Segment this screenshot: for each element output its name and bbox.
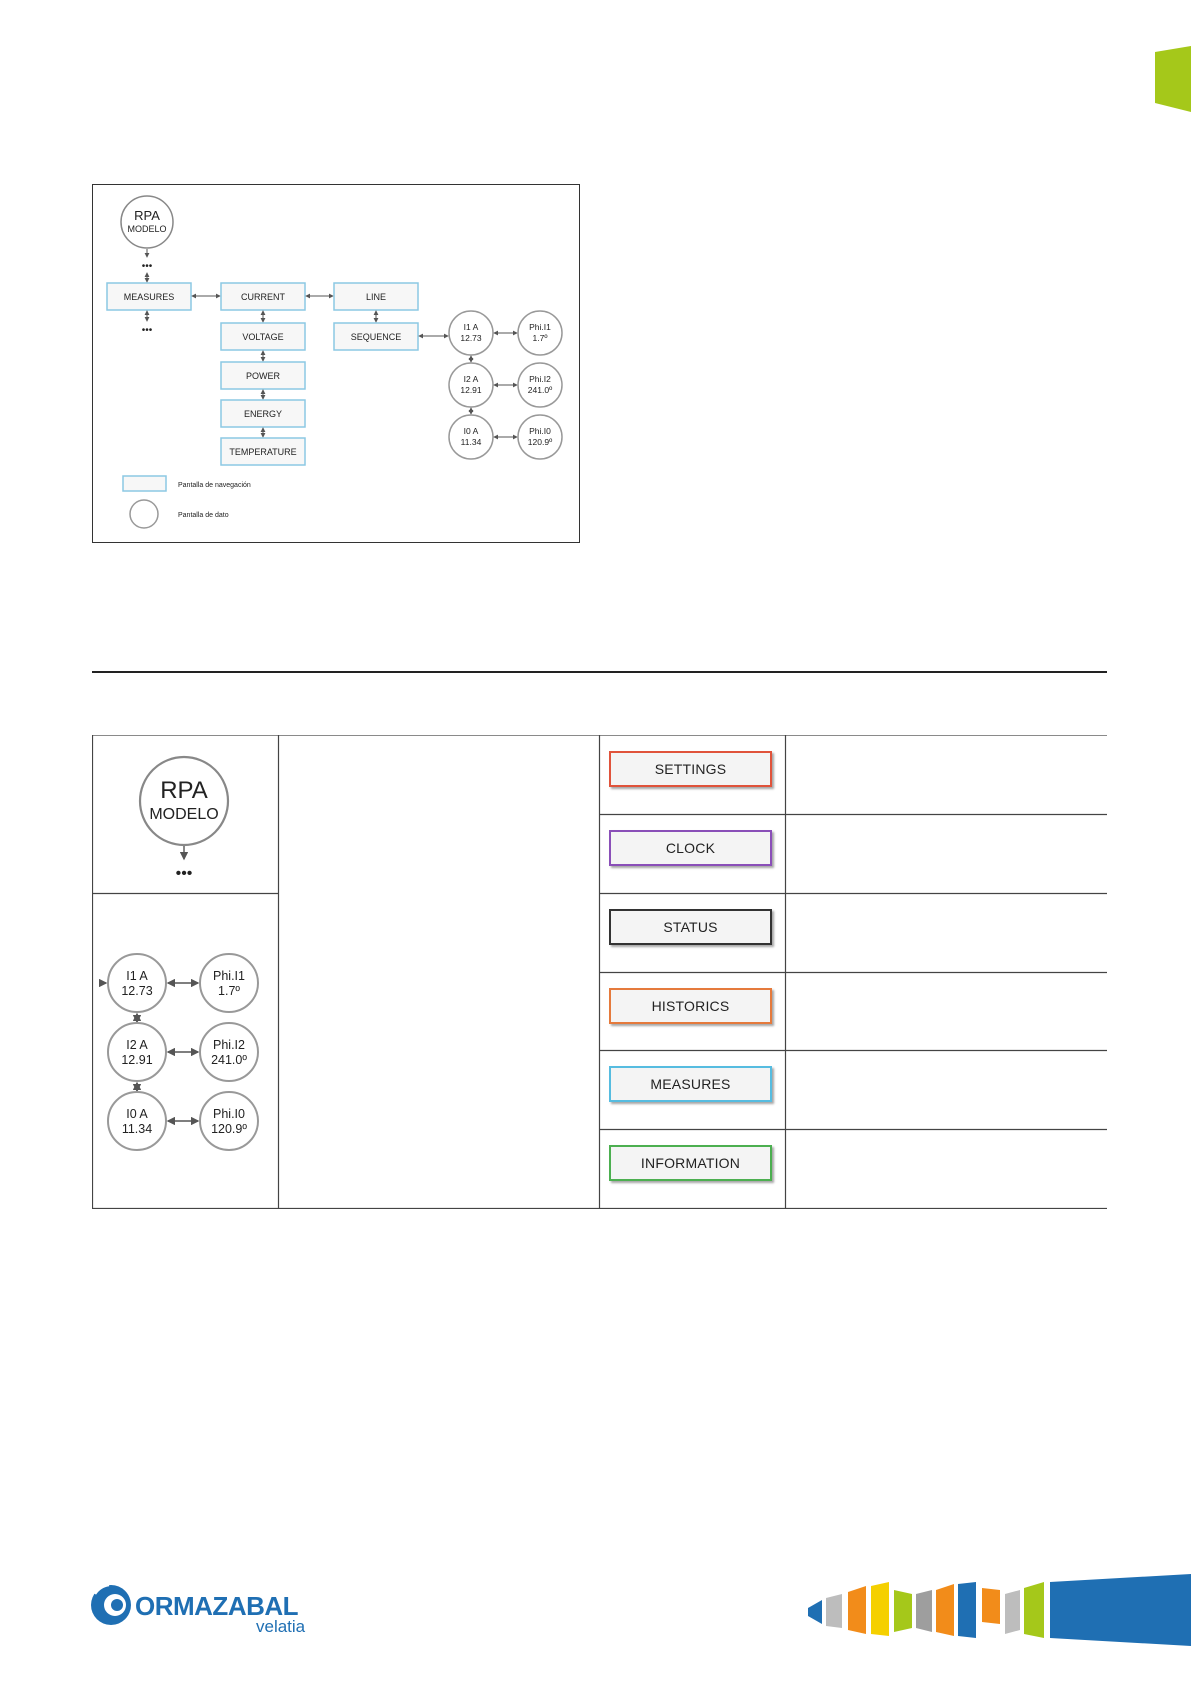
historics-menu-button[interactable]: HISTORICS	[609, 988, 772, 1024]
nav-power: POWER	[220, 361, 306, 390]
nav-sequence-label: SEQUENCE	[351, 332, 402, 342]
nav-voltage-label: VOLTAGE	[242, 332, 283, 342]
rpa-cell: RPA MODELO •••	[138, 755, 230, 882]
svg-text:12.73: 12.73	[460, 333, 482, 343]
svg-text:Phi.I1: Phi.I1	[213, 969, 245, 983]
nav-current: CURRENT	[220, 282, 306, 311]
data-phi2: Phi.I2 241.0º	[517, 362, 563, 408]
table-data-i1: I1 A 12.73	[107, 953, 167, 1013]
nav-measures-label: MEASURES	[124, 292, 175, 302]
settings-menu-button[interactable]: SETTINGS	[609, 751, 772, 787]
menu-table: RPA MODELO ••• I1 A 12.73 Phi.I1 1.7º I2…	[92, 735, 1107, 1209]
svg-text:I0 A: I0 A	[464, 426, 479, 436]
nav-temperature-label: TEMPERATURE	[229, 447, 296, 457]
brand-stripes-decoration	[808, 1574, 1191, 1646]
nav-line-label: LINE	[366, 292, 386, 302]
ormazabal-logo: ORMAZABAL velatia	[89, 1580, 329, 1640]
legend-nav-label: Pantalla de navegación	[178, 482, 251, 489]
svg-text:I0 A: I0 A	[126, 1107, 148, 1121]
rpa-title: RPA	[134, 208, 160, 223]
information-menu-button[interactable]: INFORMATION	[609, 1145, 772, 1181]
nav-energy-label: ENERGY	[244, 409, 282, 419]
svg-text:Phi.I2: Phi.I2	[213, 1038, 245, 1052]
nav-voltage: VOLTAGE	[220, 322, 306, 351]
svg-text:Phi.I2: Phi.I2	[529, 374, 551, 384]
legend-data-label: Pantalla de dato	[178, 512, 229, 519]
svg-text:I1 A: I1 A	[126, 969, 148, 983]
legend-nav-swatch	[122, 475, 167, 492]
data-i2: I2 A 12.91	[448, 362, 494, 408]
svg-text:I2 A: I2 A	[464, 374, 479, 384]
measures-menu-button[interactable]: MEASURES	[609, 1066, 772, 1102]
data-phi0: Phi.I0 120.9º	[517, 414, 563, 460]
svg-text:11.34: 11.34	[122, 1122, 152, 1136]
svg-text:120.9º: 120.9º	[528, 437, 552, 447]
data-i0: I0 A 11.34	[448, 414, 494, 460]
ellipsis-large: •••	[176, 865, 193, 882]
svg-text:1.7º: 1.7º	[218, 984, 240, 998]
rpa-subtitle-large: MODELO	[149, 806, 218, 823]
table-data-phi1: Phi.I1 1.7º	[199, 953, 259, 1013]
svg-text:241.0º: 241.0º	[528, 385, 552, 395]
svg-text:Phi.I1: Phi.I1	[529, 322, 551, 332]
nav-temperature: TEMPERATURE	[220, 437, 306, 466]
navigation-diagram: RPA MODELO ••• MEASURES ••• CURRENT VOLT…	[92, 184, 580, 543]
nav-current-label: CURRENT	[241, 292, 286, 302]
rpa-subtitle: MODELO	[127, 224, 166, 234]
clock-menu-button[interactable]: CLOCK	[609, 830, 772, 866]
data-i1: I1 A 12.73	[448, 310, 494, 356]
logo-name: ORMAZABAL	[135, 1591, 299, 1621]
nav-sequence: SEQUENCE	[333, 322, 419, 351]
svg-text:11.34: 11.34	[461, 437, 482, 447]
nav-power-label: POWER	[246, 371, 281, 381]
table-grid	[92, 735, 1107, 1209]
legend-data-swatch	[129, 499, 159, 529]
svg-text:I1 A: I1 A	[464, 322, 479, 332]
table-data-i2: I2 A 12.91	[107, 1022, 167, 1082]
table-data-phi0: Phi.I0 120.9º	[199, 1091, 259, 1151]
logo-subtitle: velatia	[256, 1617, 306, 1636]
status-menu-button[interactable]: STATUS	[609, 909, 772, 945]
svg-text:I2 A: I2 A	[126, 1038, 148, 1052]
nav-energy: ENERGY	[220, 399, 306, 428]
svg-text:12.91: 12.91	[121, 1053, 152, 1067]
rpa-node-large: RPA MODELO	[138, 755, 230, 847]
table-data-phi2: Phi.I2 241.0º	[199, 1022, 259, 1082]
section-divider	[92, 671, 1107, 673]
table-data-i0: I0 A 11.34	[107, 1091, 167, 1151]
data-screens-cell: I1 A 12.73 Phi.I1 1.7º I2 A 12.91 Phi.I2…	[99, 953, 259, 1151]
rpa-title-large: RPA	[160, 777, 208, 804]
data-phi1: Phi.I1 1.7º	[517, 310, 563, 356]
nav-line: LINE	[333, 282, 419, 311]
ellipsis-bottom: •••	[142, 325, 153, 336]
nav-measures: MEASURES	[106, 282, 192, 311]
rpa-node: RPA MODELO	[120, 195, 174, 249]
svg-text:241.0º: 241.0º	[211, 1053, 247, 1067]
legend: Pantalla de navegación Pantalla de dato	[122, 475, 251, 529]
corner-tab-icon	[1155, 46, 1191, 112]
svg-text:Phi.I0: Phi.I0	[529, 426, 551, 436]
svg-text:120.9º: 120.9º	[211, 1122, 247, 1136]
svg-text:12.91: 12.91	[460, 385, 482, 395]
svg-text:1.7º: 1.7º	[533, 333, 548, 343]
svg-text:Phi.I0: Phi.I0	[213, 1107, 245, 1121]
ormazabal-mark-icon	[91, 1583, 131, 1625]
svg-text:12.73: 12.73	[121, 984, 152, 998]
ellipsis-top: •••	[142, 261, 153, 272]
